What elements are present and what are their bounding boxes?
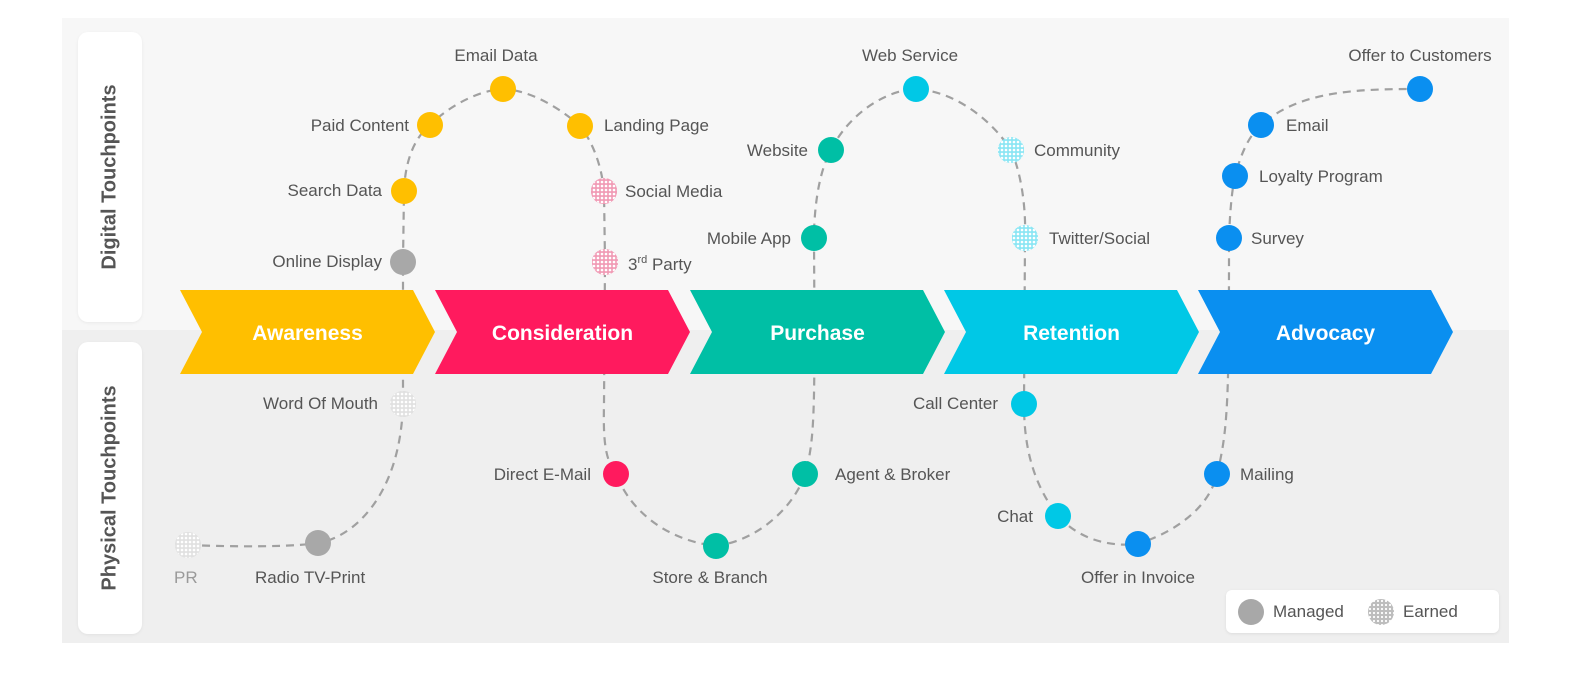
touchpoint-node-survey: [1216, 225, 1242, 251]
touchpoint-label-chat: Chat: [997, 507, 1033, 526]
touchpoint-label-offer-in-invoice: Offer in Invoice: [1081, 568, 1195, 587]
touchpoint-label-email-data: Email Data: [454, 46, 538, 65]
touchpoint-node-email-data: [490, 76, 516, 102]
touchpoint-node-web-service: [903, 76, 929, 102]
touchpoint-label-social-media: Social Media: [625, 182, 723, 201]
journey-path: [187, 87, 1421, 548]
touchpoint-label-survey: Survey: [1251, 229, 1304, 248]
stage-arrow-shape: [1198, 290, 1453, 374]
touchpoint-node-mailing: [1204, 461, 1230, 487]
touchpoint-node-offer-to-customers: [1407, 76, 1433, 102]
earned-texture-twitter-social: [1012, 225, 1038, 251]
earned-texture-pr: [175, 532, 201, 558]
touchpoint-label-search-data: Search Data: [288, 181, 383, 200]
earned-texture-word-of-mouth: [390, 391, 416, 417]
stage-label-consideration: Consideration: [492, 322, 633, 345]
earned-texture-social-media: [591, 178, 617, 204]
stage-arrow-purchase: Purchase: [690, 290, 945, 374]
stage-label-retention: Retention: [1023, 322, 1120, 345]
touchpoint-nodes: [175, 76, 1433, 559]
touchpoint-node-search-data: [391, 178, 417, 204]
touchpoint-node-loyalty-program: [1222, 163, 1248, 189]
digital-band: [62, 18, 1509, 330]
touchpoint-label-offer-to-customers: Offer to Customers: [1348, 46, 1491, 65]
touchpoint-label-twitter-social: Twitter/Social: [1049, 229, 1150, 248]
legend-earned: Earned: [1368, 599, 1458, 625]
legend: Managed Earned: [1226, 590, 1499, 633]
stage-arrow-shape: [944, 290, 1199, 374]
touchpoint-label-word-of-mouth: Word Of Mouth: [263, 394, 378, 413]
touchpoint-node-direct-e-mail: [603, 461, 629, 487]
touchpoint-node-offer-in-invoice: [1125, 531, 1151, 557]
earned-swatch-icon: [1368, 599, 1394, 625]
touchpoint-label-website: Website: [747, 141, 808, 160]
stage-arrow-shape: [180, 290, 435, 374]
stage-label-awareness: Awareness: [252, 322, 363, 345]
touchpoint-node-store-branch: [703, 533, 729, 559]
digital-row-card: Digital Touchpoints: [78, 32, 142, 322]
legend-managed: Managed: [1238, 599, 1344, 625]
touchpoint-node-call-center: [1011, 391, 1037, 417]
touchpoint-label-call-center: Call Center: [913, 394, 998, 413]
touchpoint-node-landing-page: [567, 113, 593, 139]
touchpoint-node-paid-content: [417, 112, 443, 138]
touchpoint-label-radio-tv-print: Radio TV-Print: [255, 568, 366, 587]
touchpoint-label-paid-content: Paid Content: [311, 116, 410, 135]
touchpoint-labels: PR Radio TV-Print Word Of Mouth Online Disp…: [174, 46, 1492, 587]
stage-arrow-advocacy: Advocacy: [1198, 290, 1453, 374]
touchpoint-label-community: Community: [1034, 141, 1120, 160]
touchpoint-label-agent-broker: Agent & Broker: [835, 465, 951, 484]
stage-arrow-retention: Retention: [944, 290, 1199, 374]
physical-row-card: Physical Touchpoints: [78, 342, 142, 634]
touchpoint-label-pr: PR: [174, 568, 198, 587]
touchpoint-node-chat: [1045, 503, 1071, 529]
touchpoint-label-online-display: Online Display: [272, 252, 382, 271]
touchpoint-node-online-display: [390, 249, 416, 275]
earned-texture-community: [998, 137, 1024, 163]
legend-managed-label: Managed: [1273, 602, 1344, 621]
touchpoint-label-store-branch: Store & Branch: [652, 568, 767, 587]
touchpoint-label-mailing: Mailing: [1240, 465, 1294, 484]
legend-earned-label: Earned: [1403, 602, 1458, 621]
touchpoint-node-email: [1248, 112, 1274, 138]
managed-swatch-icon: [1238, 599, 1264, 625]
touchpoint-label-direct-e-mail: Direct E-Mail: [494, 465, 591, 484]
touchpoint-node-radio-tv-print: [305, 530, 331, 556]
stage-arrow-shape: [435, 290, 690, 374]
stage-arrow-shape: [690, 290, 945, 374]
touchpoint-label-email: Email: [1286, 116, 1329, 135]
touchpoint-label-landing-page: Landing Page: [604, 116, 709, 135]
earned-texture-3rd-party: [592, 249, 618, 275]
touchpoint-label-web-service: Web Service: [862, 46, 958, 65]
touchpoint-node-agent-broker: [792, 461, 818, 487]
touchpoint-label-mobile-app: Mobile App: [707, 229, 791, 248]
touchpoint-label-loyalty-program: Loyalty Program: [1259, 167, 1383, 186]
stage-arrow-consideration: Consideration: [435, 290, 690, 374]
stage-label-advocacy: Advocacy: [1276, 322, 1376, 345]
stage-label-purchase: Purchase: [770, 322, 865, 345]
touchpoint-node-website: [818, 137, 844, 163]
touchpoint-node-mobile-app: [801, 225, 827, 251]
touchpoint-label-3rd-party: 3rd Party: [628, 254, 692, 274]
journey-path-layer: [187, 87, 1421, 548]
stage-arrow-awareness: Awareness: [180, 290, 435, 374]
stage-arrows: Awareness Consideration Purchase Retention A…: [180, 290, 1453, 374]
